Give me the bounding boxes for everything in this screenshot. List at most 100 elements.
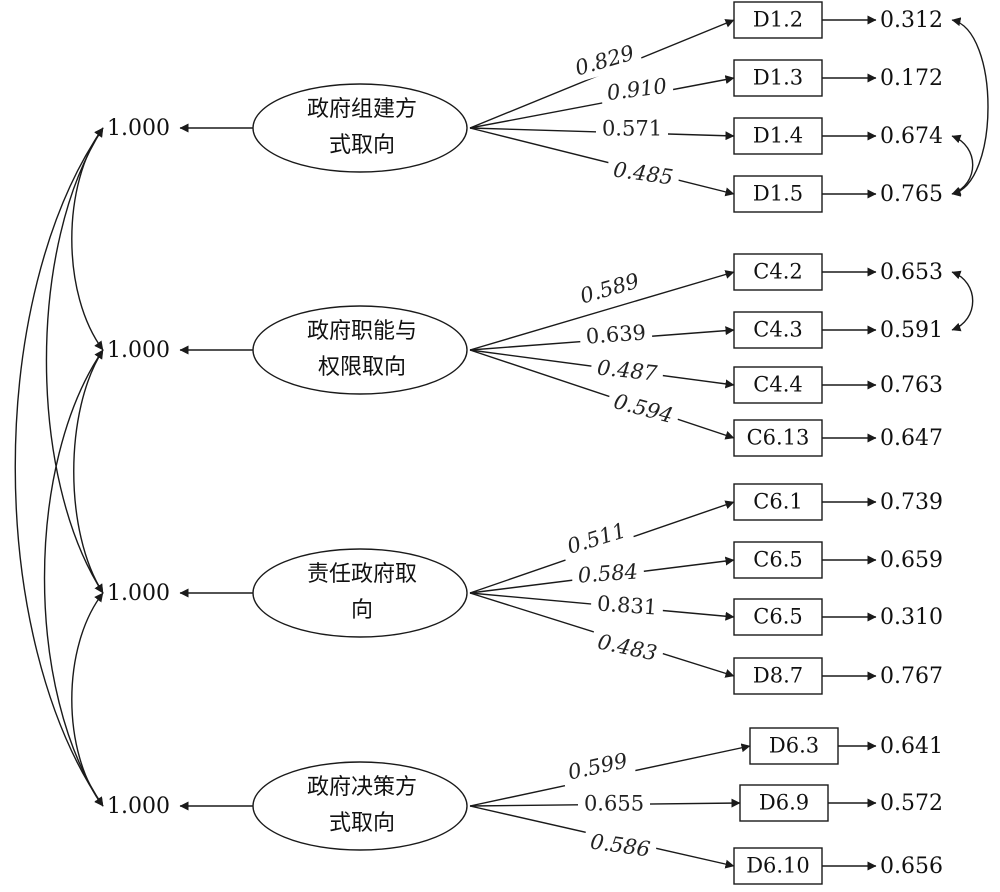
indicator-box	[733, 366, 823, 404]
error-variance-value: 0.739	[880, 490, 943, 515]
indicator-box	[733, 419, 823, 457]
factor-correlation-curve	[71, 592, 104, 807]
loading-label-bg	[596, 118, 668, 142]
indicator-label: D1.2	[753, 8, 803, 32]
error-variance-value: 0.659	[880, 548, 943, 573]
loading-label-bg	[599, 74, 675, 108]
factor-label: 权限取向	[318, 355, 406, 380]
node-layer	[252, 1, 839, 885]
indicator-label: C4.3	[753, 318, 802, 342]
loading-value: 0.655	[584, 792, 644, 816]
error-covariance-curve	[951, 270, 974, 332]
indicator-label: C6.5	[753, 605, 802, 629]
indicator-label: C4.4	[753, 373, 802, 397]
indicator-box	[733, 59, 823, 97]
factor-ellipse	[252, 83, 468, 173]
factor-label: 责任政府取	[307, 562, 417, 587]
loading-path	[469, 349, 735, 440]
error-variance-value: 0.763	[880, 373, 943, 398]
indicator-box	[733, 253, 823, 291]
loading-path	[469, 127, 735, 197]
indicator-box	[733, 657, 823, 695]
loading-label-bg	[589, 629, 665, 669]
indicator-box	[733, 311, 823, 349]
indicator-label: D6.3	[769, 734, 819, 758]
indicator-box	[733, 541, 823, 579]
indicator-label: D6.10	[746, 854, 810, 878]
factor-ellipse	[252, 305, 468, 395]
error-variance-value: 0.653	[880, 260, 943, 285]
indicator-box	[733, 598, 823, 636]
factor-variance-value: 1.000	[107, 794, 170, 819]
factor-ellipse	[252, 761, 468, 851]
error-variance-value: 0.656	[880, 854, 943, 879]
error-variance-value: 0.765	[880, 182, 943, 207]
loading-label-bg	[560, 748, 636, 788]
factor-ellipse	[252, 548, 468, 638]
indicator-label: D1.4	[753, 124, 803, 148]
error-variance-value: 0.572	[880, 791, 943, 816]
error-variance-value: 0.647	[880, 426, 943, 451]
error-covariance-curve	[951, 17, 989, 197]
loading-value: 0.586	[589, 829, 652, 861]
loading-label-bg	[571, 560, 645, 590]
indicator-box	[739, 784, 829, 822]
loading-value: 0.584	[577, 559, 639, 587]
indicator-box	[733, 483, 823, 521]
indicator-box	[733, 847, 823, 885]
loading-label-bg	[559, 517, 635, 563]
error-covariance-curve	[951, 134, 974, 196]
error-variance-value: 0.591	[880, 318, 943, 343]
factor-label: 政府职能与	[307, 319, 417, 344]
indicator-label: C6.5	[753, 548, 802, 572]
error-variance-value: 0.641	[880, 734, 943, 759]
factor-label: 向	[351, 598, 373, 623]
factor-correlation-curve	[71, 127, 104, 351]
indicator-label: D8.7	[753, 664, 803, 688]
indicator-label: D1.3	[753, 66, 803, 90]
loading-label-bg	[567, 40, 643, 84]
indicator-box	[749, 727, 839, 765]
loading-label-bg	[590, 592, 664, 622]
loading-value: 0.639	[585, 320, 647, 348]
loading-label-bg	[605, 158, 681, 192]
loading-value: 0.571	[602, 117, 662, 141]
loading-label-bg	[572, 268, 648, 312]
indicator-label: C4.2	[753, 260, 802, 284]
indicator-label: C6.1	[753, 490, 802, 514]
factor-variance-value: 1.000	[107, 116, 170, 141]
indicator-label: D1.5	[753, 182, 803, 206]
loading-value: 0.511	[564, 518, 629, 559]
indicator-label: D6.9	[759, 791, 809, 815]
loading-label-bg	[605, 389, 681, 431]
loading-path	[469, 270, 735, 351]
error-variance-value: 0.310	[880, 605, 943, 630]
indicator-box	[733, 117, 823, 155]
error-variance-value: 0.674	[880, 124, 943, 149]
loading-path	[469, 75, 735, 129]
loading-value: 0.831	[596, 591, 658, 619]
loading-label-bg	[578, 793, 650, 817]
factor-variance-value: 1.000	[107, 338, 170, 363]
error-variance-value: 0.312	[880, 8, 943, 33]
factor-label: 式取向	[329, 811, 395, 836]
factor-variance-value: 1.000	[107, 581, 170, 606]
connector-layer	[14, 15, 989, 871]
factor-correlation-curve	[14, 127, 104, 807]
factor-correlation-curve	[43, 349, 104, 807]
factor-correlation-curve	[73, 349, 104, 594]
indicator-box	[733, 175, 823, 213]
factor-label: 政府决策方	[307, 775, 417, 800]
indicator-label: C6.13	[747, 426, 810, 450]
error-variance-value: 0.767	[880, 664, 943, 689]
indicator-box	[733, 1, 823, 39]
loading-label-bg	[582, 830, 658, 864]
factor-label: 式取向	[329, 133, 395, 158]
factor-correlation-curve	[45, 127, 104, 594]
factor-label: 政府组建方	[307, 97, 417, 122]
error-variance-value: 0.172	[880, 66, 943, 91]
loading-value: 0.485	[612, 157, 675, 189]
loading-label-bg	[579, 321, 653, 351]
loading-label-bg	[589, 356, 665, 388]
